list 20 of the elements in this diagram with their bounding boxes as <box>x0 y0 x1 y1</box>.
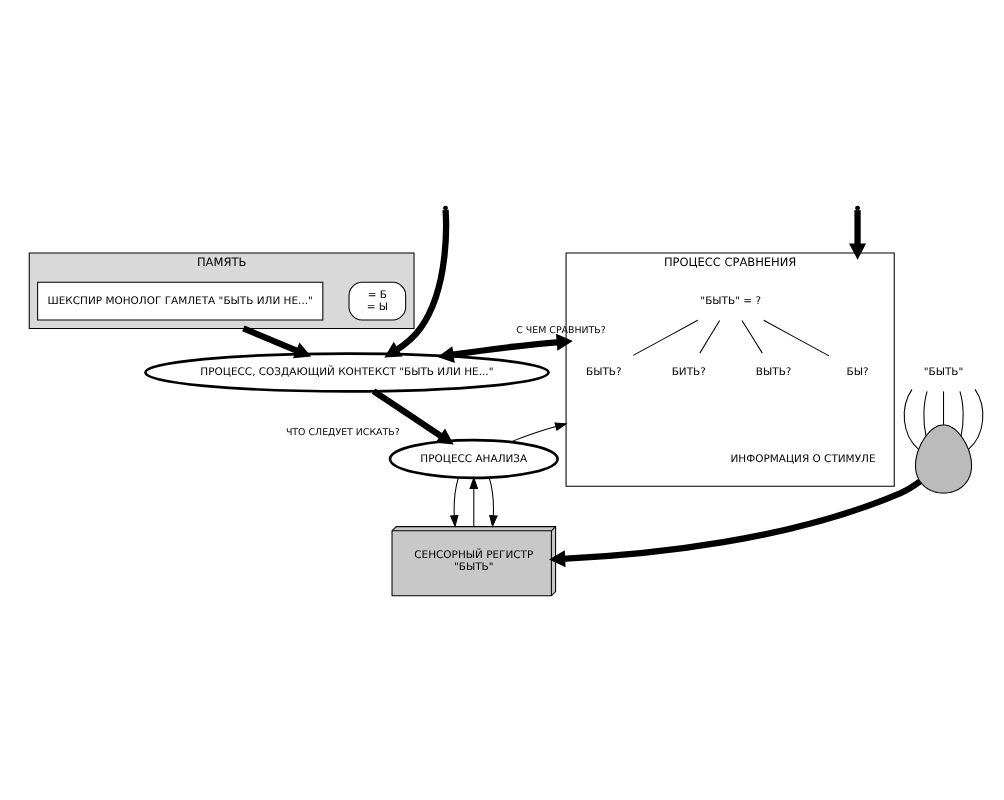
connector <box>959 389 964 436</box>
arrow <box>371 387 454 444</box>
arrow <box>437 332 573 362</box>
arrow <box>488 476 498 527</box>
node-picture <box>914 423 973 493</box>
connector <box>763 318 830 356</box>
arrow <box>549 477 922 567</box>
connector <box>923 389 928 436</box>
connector <box>903 387 920 449</box>
arrow <box>242 324 312 358</box>
arrow <box>849 209 867 259</box>
connector <box>967 387 984 449</box>
connector <box>699 318 721 353</box>
connector <box>741 318 763 353</box>
connector <box>632 318 699 355</box>
arrow <box>510 421 568 442</box>
arrow <box>469 475 479 526</box>
arrow <box>384 208 450 357</box>
arrow <box>449 476 459 527</box>
connector <box>943 389 945 425</box>
